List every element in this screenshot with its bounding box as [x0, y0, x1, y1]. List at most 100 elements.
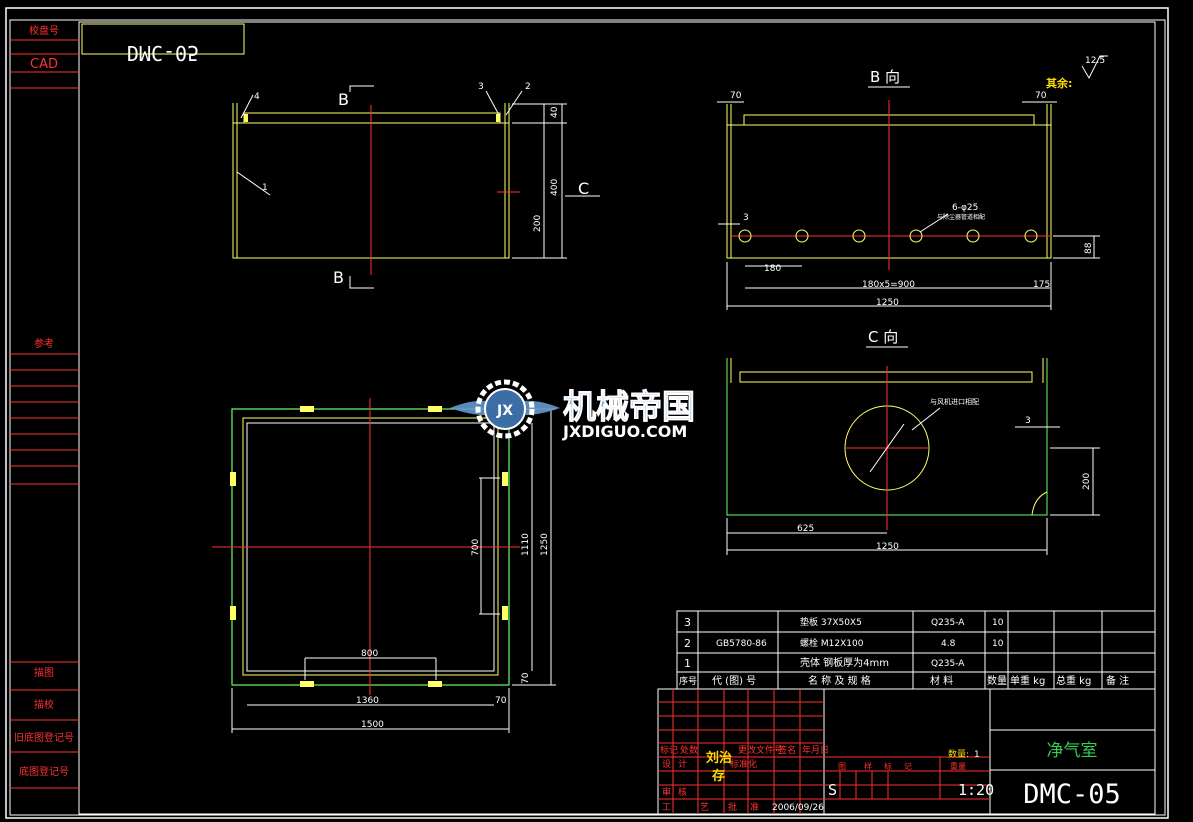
b-dim-88: 88 — [1084, 242, 1094, 254]
bom-row2-code: GB5780-86 — [716, 639, 767, 649]
bom-header-remark: 备 注 — [1106, 674, 1129, 687]
roughness-label: 其余: — [1046, 76, 1072, 90]
b-dim-175: 175 — [1033, 280, 1050, 290]
c-view-title: C 向 — [868, 328, 898, 346]
plan-dim-1500: 1500 — [361, 720, 384, 730]
tb-label-approve-1: 批 — [728, 801, 737, 813]
b-hole-note: 6-φ25 — [952, 203, 978, 213]
left-strip: 校盘号 CAD 参考 描图 描校 旧底图登记号 底图登记号 — [10, 24, 79, 789]
title-block: 标记 处数 更改文件号 签名 年月日 设 计 标准化 审 核 工 艺 批 准 刘… — [657, 688, 1156, 815]
tb-label-review-2: 核 — [678, 786, 687, 798]
b-dim-900: 180x5=900 — [862, 280, 915, 290]
plan-dim-700: 700 — [471, 539, 481, 556]
watermark-name: 机械帝国 — [563, 387, 695, 426]
c-dim-3: 3 — [1025, 416, 1031, 426]
strip-check-label: 描校 — [34, 698, 54, 711]
bom-row1-name: 壳体 钢板厚为4mm — [800, 656, 889, 669]
plan-dim-70-bottom: 70 — [495, 696, 507, 706]
c-dim-200: 200 — [1082, 473, 1092, 490]
front-dim-40: 40 — [550, 106, 560, 118]
bom-header-name: 名 称 及 规 格 — [808, 674, 871, 687]
tb-drawing-code: DMC-05 — [1023, 779, 1121, 810]
tb-date: 2006/09/26 — [772, 803, 824, 813]
bom-table: 3 垫板 37X50X5 Q235-A 10 2 GB5780-86 螺栓 M1… — [676, 610, 1156, 690]
bom-header-unit-weight: 单重 kg — [1010, 674, 1045, 687]
callout-4: 4 — [254, 92, 260, 102]
roughness-symbol: 12.5 其余: — [1046, 55, 1108, 90]
b-view-title: B 向 — [870, 68, 900, 86]
callout-2: 2 — [525, 82, 531, 92]
mirrored-code-box: DMC-05 — [81, 23, 245, 65]
strip-cad-label: CAD — [30, 57, 58, 72]
section-c: C — [578, 179, 589, 198]
strip-old-reg-label: 旧底图登记号 — [14, 731, 74, 744]
bom-header-code: 代 (图) 号 — [712, 675, 756, 687]
b-dim-70-left: 70 — [730, 91, 742, 101]
tb-label-proc-1: 工 — [662, 803, 671, 813]
tb-drawer-name: 刘治 — [706, 750, 732, 766]
c-dim-1250: 1250 — [876, 542, 899, 552]
front-dim-200: 200 — [533, 215, 543, 232]
tb-scale: 1:20 — [958, 781, 994, 799]
tb-mark-2: 样 — [864, 761, 872, 771]
plan-dim-800: 800 — [361, 649, 378, 659]
section-b-top: B — [338, 90, 349, 109]
plan-dim-1360: 1360 — [356, 696, 379, 706]
tb-label-std: 标准化 — [730, 758, 757, 770]
tb-row-date: 年月日 — [802, 744, 829, 756]
bom-row3-material: Q235-A — [931, 618, 965, 628]
tb-label-design-1: 设 — [662, 759, 671, 770]
tb-quantity: 1 — [974, 750, 980, 760]
plan-view: 800 700 1110 1250 1360 70 70 1500 — [212, 398, 556, 733]
b-view: B 向 70 70 3 180 180x5=900 175 88 — [717, 68, 1100, 310]
front-dim-400: 400 — [550, 179, 560, 196]
bom-row2-no: 2 — [684, 637, 691, 650]
bom-header-no: 序号 — [679, 675, 697, 687]
c-inlet-note: 与风机进口相配 — [930, 397, 979, 406]
bom-row2-qty: 10 — [992, 639, 1004, 649]
callout-1: 1 — [262, 183, 268, 193]
tb-row-count: 处数 — [680, 744, 698, 756]
c-dim-625: 625 — [797, 524, 814, 534]
tb-row-sign: 签名 — [778, 744, 796, 756]
tb-weight-label: 重量 — [950, 761, 966, 771]
c-view: C 向 与风机进口相配 3 200 625 1250 — [726, 328, 1100, 555]
b-dim-180: 180 — [764, 264, 781, 274]
outer-frame — [5, 7, 1169, 819]
plan-dim-1250: 1250 — [540, 533, 550, 556]
tb-mark-3: 标 — [884, 761, 892, 771]
bom-row3-qty: 10 — [992, 618, 1004, 628]
bom-header-qty: 数量 — [987, 674, 1007, 687]
bom-row1-no: 1 — [684, 657, 691, 670]
strip-top-label: 校盘号 — [29, 24, 59, 37]
tb-drawer-name-2: 存 — [712, 768, 725, 784]
tb-label-review-1: 审 — [662, 786, 671, 798]
watermark-url: JXDIGUO.COM — [562, 422, 687, 441]
callout-3: 3 — [478, 82, 484, 92]
b-dim-3: 3 — [743, 213, 749, 223]
b-dim-1250: 1250 — [876, 298, 899, 308]
bom-row3-name: 垫板 37X50X5 — [800, 616, 862, 628]
strip-draw-label: 描图 — [34, 666, 54, 679]
b-dim-70-right: 70 — [1035, 91, 1047, 101]
bom-header-material: 材 料 — [930, 674, 953, 687]
strip-base-reg-label: 底图登记号 — [19, 765, 69, 778]
tb-mark-4: 记 — [904, 762, 912, 771]
tb-part-name: 净气室 — [1047, 741, 1098, 761]
watermark-badge: JX — [496, 403, 513, 419]
watermark-logo: JX 机械帝国 JXDIGUO.COM — [450, 379, 696, 441]
tb-label-design-2: 计 — [678, 758, 687, 770]
bom-row3-no: 3 — [684, 616, 691, 629]
tb-mark-1: 图 — [838, 762, 846, 771]
front-view: B B C 4 3 2 1 40 400 200 — [232, 82, 600, 289]
tb-label-proc-2: 艺 — [700, 802, 709, 813]
tb-row-change: 更改文件号 — [738, 744, 783, 756]
tb-quantity-label: 数量: — [948, 748, 969, 760]
tb-label-approve-2: 准 — [750, 802, 759, 813]
strip-ref-label: 参考 — [34, 337, 54, 350]
tb-row-mark: 标记 — [660, 744, 678, 756]
b-hole-note-2: 与除尘器管道相配 — [937, 213, 985, 221]
bom-header-total-weight: 总重 kg — [1056, 674, 1091, 687]
section-b-bottom: B — [333, 268, 344, 287]
